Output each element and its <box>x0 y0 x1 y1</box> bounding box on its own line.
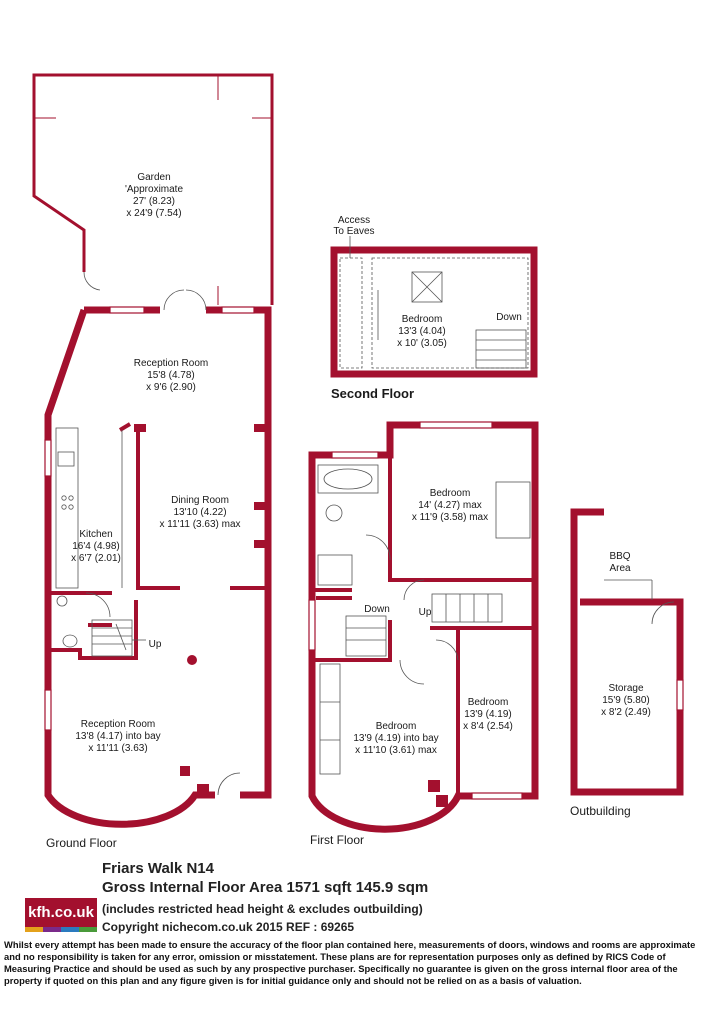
first-bedroom-b-length: 13'9 (4.19) into bay <box>353 733 438 744</box>
stair-up-label: Up <box>149 639 162 650</box>
kitchen-length: 16'4 (4.98) <box>72 541 120 552</box>
ground-floor-walls <box>44 289 272 828</box>
garden-length: 27' (8.23) <box>133 196 175 207</box>
garden-name: Garden <box>137 172 170 183</box>
stair-down-second-label: Down <box>496 312 522 323</box>
first-bedroom-b-name: Bedroom <box>376 721 417 732</box>
stair-up-first-label: Up <box>419 607 432 618</box>
first-bedroom-a-name: Bedroom <box>430 488 471 499</box>
area-note: (includes restricted head height & exclu… <box>102 902 423 916</box>
logo-bar-4 <box>79 927 97 932</box>
storage-length: 15'9 (5.80) <box>602 695 650 706</box>
dining-room-width: x 11'11 (3.63) max <box>159 519 240 530</box>
reception-room-2-width: x 11'11 (3.63) <box>88 743 147 754</box>
logo-bar-1 <box>25 927 43 932</box>
reception-room-1-length: 15'8 (4.78) <box>147 370 195 381</box>
first-bedroom-c-width: x 8'4 (2.54) <box>463 721 513 732</box>
disclaimer-text: Whilst every attempt has been made to en… <box>4 939 696 986</box>
logo-bar-2 <box>43 927 61 932</box>
bbq-line-2: Area <box>609 563 631 574</box>
copyright-line: Copyright nichecom.co.uk 2015 REF : 6926… <box>102 920 355 934</box>
outbuilding-label: Outbuilding <box>570 804 631 818</box>
dining-room-length: 13'10 (4.22) <box>173 507 226 518</box>
reception-room-1-name: Reception Room <box>134 358 208 369</box>
garden-outline <box>32 73 274 305</box>
kfh-logo: kfh.co.uk <box>25 898 97 932</box>
kitchen-name: Kitchen <box>79 529 112 540</box>
first-floor-walls <box>308 421 539 833</box>
reception-room-2-name: Reception Room <box>81 719 155 730</box>
first-floor-label: First Floor <box>310 833 364 847</box>
garden-qualifier: 'Approximate <box>125 184 183 195</box>
eaves-line-1: Access <box>338 215 370 226</box>
first-bedroom-c-name: Bedroom <box>468 697 509 708</box>
second-bedroom-name: Bedroom <box>402 314 443 325</box>
property-title: Friars Walk N14 <box>102 860 214 877</box>
first-bedroom-a-length: 14' (4.27) max <box>418 500 482 511</box>
first-bedroom-a-width: x 11'9 (3.58) max <box>412 512 488 523</box>
gross-floor-area: Gross Internal Floor Area 1571 sqft 145.… <box>102 879 429 896</box>
kitchen-width: x 6'7 (2.01) <box>71 553 121 564</box>
bbq-line-1: BBQ <box>609 551 630 562</box>
reception-room-1-width: x 9'6 (2.90) <box>146 382 196 393</box>
stair-down-first-label: Down <box>364 604 390 615</box>
outbuilding-walls <box>570 508 684 796</box>
kfh-logo-text: kfh.co.uk <box>28 904 94 921</box>
eaves-line-2: To Eaves <box>333 226 374 237</box>
garden-width: x 24'9 (7.54) <box>126 208 181 219</box>
second-floor-label: Second Floor <box>331 386 414 401</box>
kfh-logo-color-bars <box>25 927 97 932</box>
ground-floor-label: Ground Floor <box>46 836 117 850</box>
reception-room-2-length: 13'8 (4.17) into bay <box>75 731 160 742</box>
logo-bar-3 <box>61 927 79 932</box>
second-bedroom-width: x 10' (3.05) <box>397 338 447 349</box>
second-bedroom-length: 13'3 (4.04) <box>398 326 446 337</box>
storage-name: Storage <box>608 683 643 694</box>
dining-room-name: Dining Room <box>171 495 229 506</box>
first-bedroom-c-length: 13'9 (4.19) <box>464 709 512 720</box>
second-floor-walls <box>330 236 538 378</box>
first-bedroom-b-width: x 11'10 (3.61) max <box>355 745 437 756</box>
storage-width: x 8'2 (2.49) <box>601 707 651 718</box>
